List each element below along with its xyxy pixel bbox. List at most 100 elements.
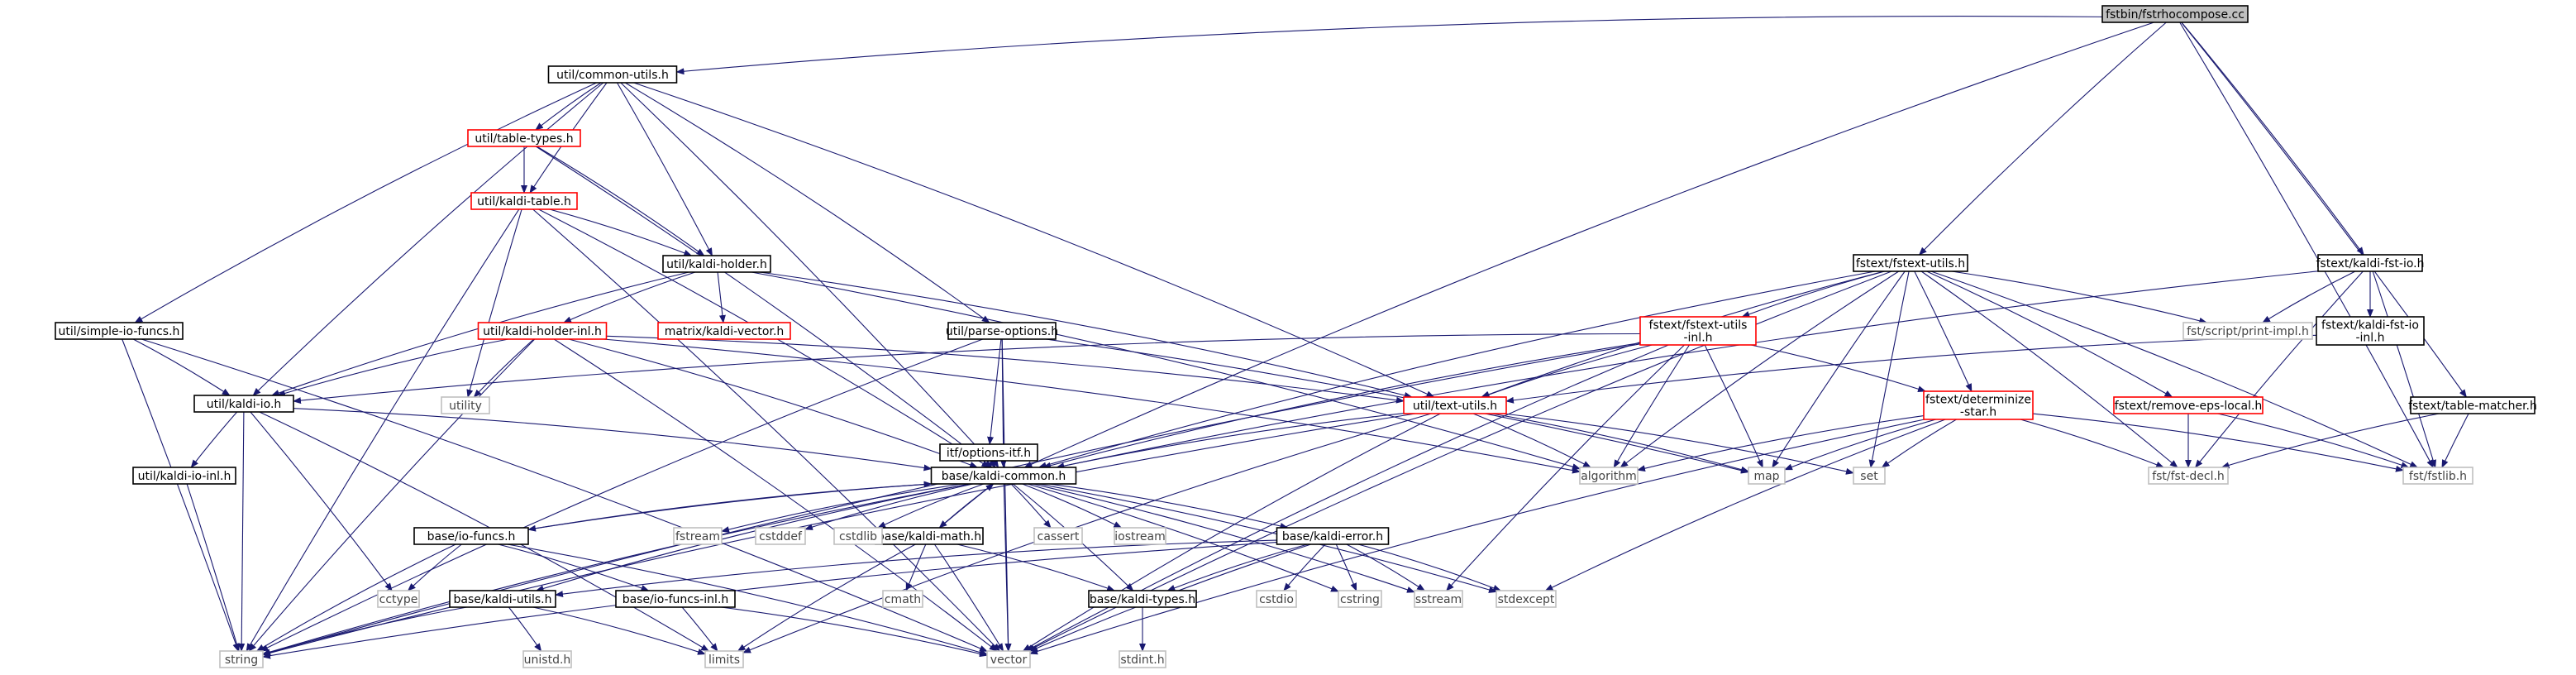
node-label: util/kaldi-table.h [477, 195, 571, 208]
node-box [477, 322, 608, 340]
node-stdint-h: stdint.h [1119, 650, 1166, 668]
node-base-kaldi-types-h[interactable]: base/kaldi-types.h [1088, 590, 1197, 608]
node-label: -inl.h [1683, 332, 1712, 345]
node-util-parse-options-h[interactable]: util/parse-options.h [946, 322, 1058, 340]
node-fstext-determinize-star-h[interactable]: fstext/determinize-star.h [1923, 390, 2034, 420]
node-fstext-fstext-utils-h[interactable]: fstext/fstext-utils.h [1853, 254, 1968, 272]
node-label: util/text-utils.h [1413, 400, 1497, 413]
node-label: -inl.h [2355, 332, 2384, 345]
node-cstdio: cstdio [1256, 590, 1297, 608]
node-vector: vector [986, 650, 1031, 668]
node-fstbin-fstrhocompose-cc[interactable]: fstbin/fstrhocompose.cc [2101, 5, 2249, 23]
node-util-kaldi-holder-inl-h[interactable]: util/kaldi-holder-inl.h [477, 322, 608, 340]
node-label: base/kaldi-math.h [877, 530, 981, 543]
edge-km-to-limits [737, 543, 916, 652]
node-label: fstream [675, 530, 720, 543]
node-utility: utility [441, 396, 490, 414]
edge-khi-to-txu [606, 335, 1405, 404]
node-box [2113, 396, 2264, 414]
edge-ke-to-cstring [1335, 543, 1357, 591]
edge-ke-to-cstdio [1283, 543, 1326, 591]
node-fst-fstlib-h: fst/fstlib.h [2402, 467, 2473, 485]
edge-kfi-to-pimpl [2262, 270, 2356, 323]
node-util-kaldi-table-h[interactable]: util/kaldi-table.h [470, 192, 578, 210]
node-base-io-funcs-inl-h[interactable]: base/io-funcs-inl.h [615, 590, 736, 608]
edge-feui-to-algorithm [1613, 344, 1690, 468]
edge-iof-to-kc [527, 481, 933, 530]
node-label: matrix/kaldi-vector.h [665, 325, 785, 338]
node-fstext-remove-eps-local-h[interactable]: fstext/remove-eps-local.h [2113, 396, 2264, 414]
node-box [2148, 467, 2229, 485]
node-box [1923, 390, 2034, 420]
node-itf-options-itf-h[interactable]: itf/options-itf.h [939, 443, 1038, 462]
node-base-kaldi-utils-h[interactable]: base/kaldi-utils.h [449, 590, 556, 608]
node-util-kaldi-holder-h[interactable]: util/kaldi-holder.h [662, 255, 771, 273]
node-label: util/kaldi-holder-inl.h [483, 325, 602, 338]
node-label: fstext/kaldi-fst-io [2321, 319, 2419, 333]
edge-kioi-to-string [186, 483, 241, 652]
node-fstext-table-matcher-h[interactable]: fstext/table-matcher.h [2408, 396, 2537, 414]
edge-kio-to-limits [259, 411, 710, 652]
node-box [467, 129, 581, 147]
edge-ds-to-map [1784, 419, 1936, 471]
node-label: cstddef [759, 530, 803, 543]
edge-feui-to-ds [1750, 344, 1926, 393]
node-box [441, 396, 490, 414]
node-util-kaldi-io-inl-h[interactable]: util/kaldi-io-inl.h [132, 467, 236, 485]
node-map: map [1748, 467, 1786, 485]
node-string: string [219, 650, 264, 668]
node-base-kaldi-math-h[interactable]: base/kaldi-math.h [875, 527, 984, 545]
edge-khi-to-vector [553, 338, 998, 652]
node-cmath: cmath [882, 590, 923, 608]
edge-khi-to-utility [473, 338, 535, 398]
edge-kio-to-kc [293, 408, 933, 472]
edge-kc-to-vector [1003, 483, 1012, 652]
edge-kc-to-cassert [1010, 483, 1052, 529]
edge-kc-to-fstream [721, 483, 962, 533]
node-base-kaldi-error-h[interactable]: base/kaldi-error.h [1276, 527, 1390, 545]
node-base-kaldi-common-h[interactable]: base/kaldi-common.h [930, 467, 1077, 485]
node-fstext-fstext-utils-inl-h[interactable]: fstext/fstext-utils-inl.h [1639, 316, 1757, 346]
node-box [947, 322, 1057, 340]
edge-sif-to-kio [132, 338, 231, 396]
node-label: util/kaldi-io-inl.h [138, 470, 231, 483]
node-base-io-funcs-h[interactable]: base/io-funcs.h [413, 527, 529, 545]
node-label: cassert [1038, 530, 1080, 543]
node-label: base/io-funcs-inl.h [623, 593, 729, 606]
node-box [986, 650, 1031, 668]
edge-khi-to-kc [568, 338, 979, 468]
node-fstext-kaldi-fst-io-inl-h[interactable]: fstext/kaldi-fst-io-inl.h [2316, 316, 2425, 346]
edge-tm-to-flib [2441, 413, 2469, 468]
edge-kc-to-sstream [1033, 483, 1415, 593]
node-util-text-utils-h[interactable]: util/text-utils.h [1403, 396, 1507, 414]
node-util-kaldi-io-h[interactable]: util/kaldi-io.h [193, 395, 294, 413]
node-label: base/kaldi-common.h [942, 470, 1066, 483]
edge-ke-to-stdexcept [1357, 543, 1502, 591]
edge-root-to-kc [1023, 22, 2154, 468]
edge-ke-to-string [262, 542, 1277, 659]
edge-kio-to-cctype [250, 411, 393, 591]
node-label: utility [449, 400, 482, 413]
node-label: itf/options-itf.h [947, 447, 1031, 460]
node-cstdlib: cstdlib [833, 527, 883, 545]
edge-cu-to-kc [620, 82, 996, 468]
node-label: cstring [1340, 593, 1380, 606]
node-label: base/kaldi-error.h [1282, 530, 1383, 543]
edge-kc-to-cstddef [804, 483, 974, 530]
node-box [1414, 590, 1463, 608]
node-matrix-kaldi-vector-h[interactable]: matrix/kaldi-vector.h [657, 322, 791, 340]
edge-kt-to-utility [466, 208, 522, 398]
edge-iof-to-vector [507, 543, 988, 656]
edge-root-to-tm [2181, 22, 2467, 398]
node-set: set [1853, 467, 1886, 485]
edge-ke-to-kty [1166, 543, 1308, 591]
node-box [522, 650, 572, 668]
edge-root-to-kfi [2181, 22, 2364, 256]
node-fstream: fstream [673, 527, 723, 545]
node-util-table-types-h[interactable]: util/table-types.h [467, 129, 581, 147]
edge-feu-to-set [1868, 270, 1910, 468]
node-fstext-kaldi-fst-io-h[interactable]: fstext/kaldi-fst-io.h [2316, 254, 2425, 272]
edge-tm-to-fdecl [2221, 413, 2440, 469]
node-util-common-utils-h[interactable]: util/common-utils.h [547, 65, 678, 84]
node-util-simple-io-funcs-h[interactable]: util/simple-io-funcs.h [55, 322, 184, 340]
